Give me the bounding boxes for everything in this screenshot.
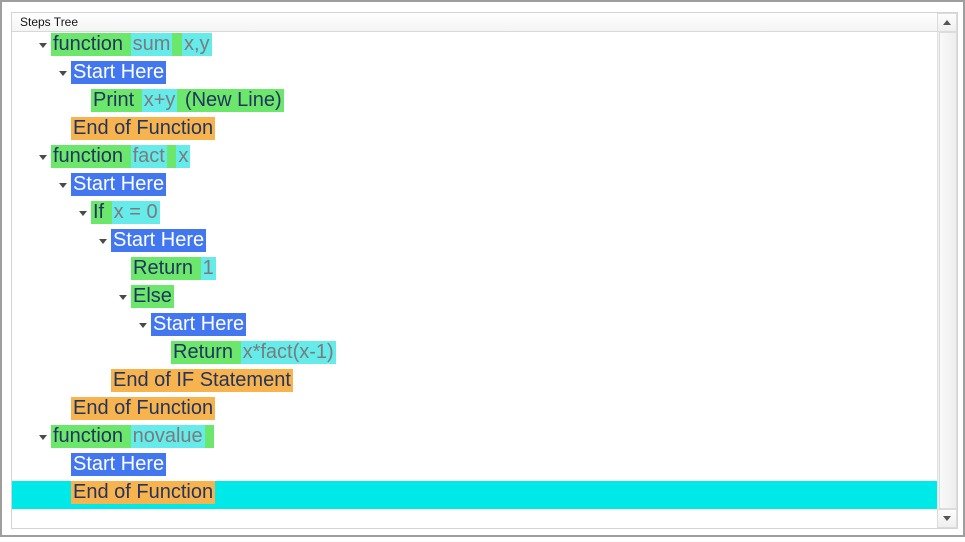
step-token-value: x+y bbox=[141, 89, 178, 112]
scroll-up-button[interactable] bbox=[937, 13, 957, 32]
step-token-value: 1 bbox=[200, 257, 216, 280]
step-token-block: Start Here bbox=[71, 173, 167, 196]
step-token-keyword: function bbox=[51, 145, 131, 168]
step-token-keyword: Print bbox=[91, 89, 142, 112]
step-token-keyword: (New Line) bbox=[177, 89, 284, 112]
expander-icon[interactable] bbox=[57, 173, 71, 196]
step-token-end: End of Function bbox=[71, 397, 216, 420]
expander-icon[interactable] bbox=[37, 145, 51, 168]
tree-row[interactable]: Start Here bbox=[12, 313, 937, 341]
step-token-value: sum bbox=[130, 33, 173, 56]
step-token-value: x bbox=[176, 145, 191, 168]
tree-row[interactable]: function sum x,y bbox=[12, 33, 937, 61]
step-token-block: Start Here bbox=[111, 229, 207, 252]
expander-icon[interactable] bbox=[137, 313, 151, 336]
tree-row[interactable]: Start Here bbox=[12, 453, 937, 481]
step-token-block: Start Here bbox=[71, 61, 167, 84]
expander-icon[interactable] bbox=[57, 61, 71, 84]
tree-row[interactable]: If x = 0 bbox=[12, 201, 937, 229]
step-token-keyword: function bbox=[51, 33, 131, 56]
step-token-keyword: If bbox=[91, 201, 112, 224]
triangle-down-icon bbox=[943, 516, 951, 521]
expander-icon[interactable] bbox=[37, 33, 51, 56]
step-token-value: novalue bbox=[130, 425, 205, 448]
step-token-value: x,y bbox=[181, 33, 212, 56]
step-token-end: End of Function bbox=[71, 117, 216, 140]
step-token-end: End of Function bbox=[71, 481, 216, 504]
tree-row[interactable]: End of IF Statement bbox=[12, 369, 937, 397]
tree-row[interactable]: Else bbox=[12, 285, 937, 313]
panel-title: Steps Tree bbox=[20, 15, 79, 29]
step-token-keyword: function bbox=[51, 425, 131, 448]
step-token-keyword: Return bbox=[171, 341, 241, 364]
panel-header: Steps Tree bbox=[12, 13, 937, 32]
scroll-down-button[interactable] bbox=[937, 509, 957, 528]
scrollbar-thumb[interactable] bbox=[939, 32, 957, 509]
step-token-value: x*fact(x-1) bbox=[240, 341, 336, 364]
tree-row[interactable]: End of Function bbox=[12, 117, 937, 145]
step-token-keyword bbox=[166, 145, 177, 168]
step-token-value: x = 0 bbox=[111, 201, 160, 224]
tree-row[interactable]: End of Function bbox=[12, 397, 937, 425]
tree-row[interactable]: Return 1 bbox=[12, 257, 937, 285]
triangle-up-icon bbox=[943, 20, 951, 25]
expander-icon[interactable] bbox=[117, 285, 131, 308]
step-token-block: Start Here bbox=[71, 453, 167, 476]
tree-row[interactable]: function novalue bbox=[12, 425, 937, 453]
tree-row[interactable]: Start Here bbox=[12, 173, 937, 201]
step-token-end: End of IF Statement bbox=[111, 369, 293, 392]
step-token-keyword: Return bbox=[131, 257, 201, 280]
tree-row[interactable]: Start Here bbox=[12, 61, 937, 89]
tree-row[interactable]: Return x*fact(x-1) bbox=[12, 341, 937, 369]
step-token-keyword bbox=[204, 425, 215, 448]
tree-row[interactable]: Start Here bbox=[12, 229, 937, 257]
tree-row[interactable]: Print x+y (New Line) bbox=[12, 89, 937, 117]
expander-icon[interactable] bbox=[77, 201, 91, 224]
step-token-keyword bbox=[172, 33, 182, 56]
expander-icon[interactable] bbox=[37, 425, 51, 448]
step-token-block: Start Here bbox=[151, 313, 247, 336]
tree-row[interactable]: End of Function bbox=[12, 481, 937, 509]
step-token-keyword: Else bbox=[131, 285, 174, 308]
expander-icon[interactable] bbox=[97, 229, 111, 252]
vertical-scrollbar[interactable] bbox=[937, 13, 957, 528]
tree-row[interactable]: function fact x bbox=[12, 145, 937, 173]
step-token-value: fact bbox=[130, 145, 167, 168]
